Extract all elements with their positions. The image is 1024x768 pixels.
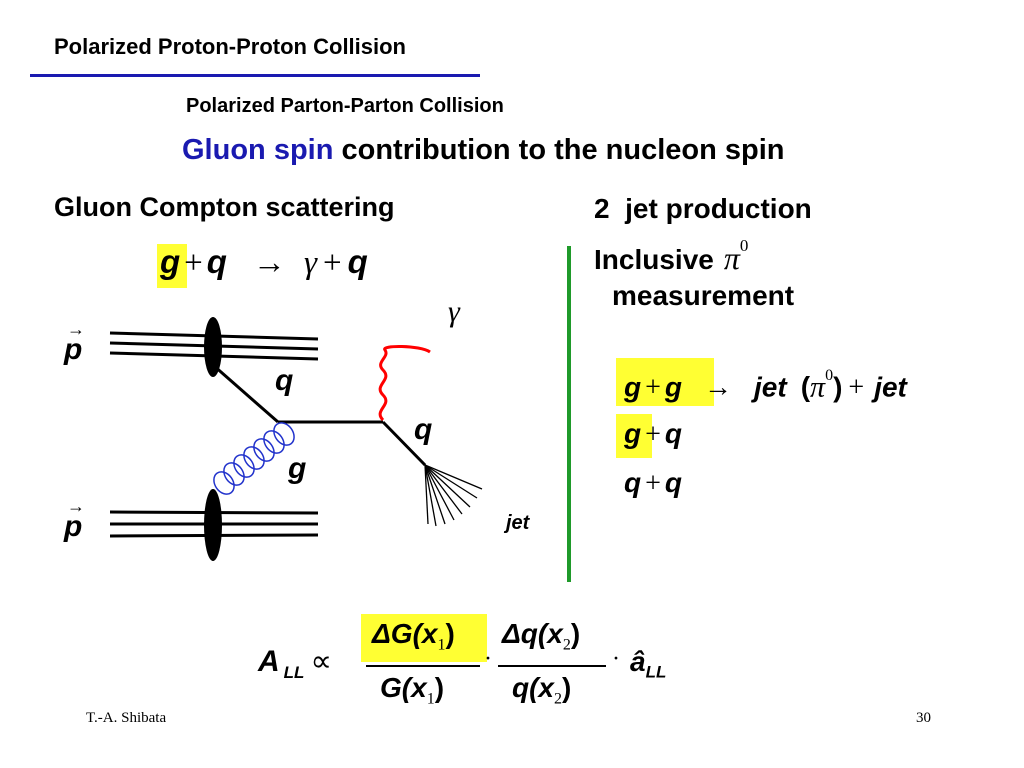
main-heading: Gluon spin contribution to the nucleon s… <box>182 134 785 167</box>
right-line-1: 2 jet production <box>594 193 812 225</box>
formula-den2: q(x2) <box>512 672 572 708</box>
right-line-1-num: 2 <box>594 193 610 224</box>
g-highlight-box <box>157 244 187 288</box>
gluon-label: g <box>288 452 307 485</box>
jet-label: jet <box>506 512 530 534</box>
reaction-arrow: → <box>252 245 286 281</box>
formula-num2: Δq(x2) <box>502 618 581 654</box>
quark-in-line <box>212 363 279 424</box>
reaction-q2: q <box>347 243 368 280</box>
reaction-gamma: γ <box>303 245 317 281</box>
formula-num1-highlight <box>361 614 487 662</box>
formula-den1: G(x1) <box>380 672 445 708</box>
gluon-coils <box>213 422 295 495</box>
right-line-2: Inclusive π0 <box>594 236 748 277</box>
proton-blob-bottom <box>204 489 222 561</box>
slide-title: Polarized Proton-Proton Collision <box>54 34 406 59</box>
quark-out-label: q <box>414 413 433 446</box>
heading-highlight: Gluon spin <box>182 134 334 166</box>
formula-prop: ∝ <box>310 645 332 678</box>
proton-blob-top <box>204 317 222 377</box>
reaction-q1: q <box>206 243 227 280</box>
slide-subtitle: Polarized Parton-Parton Collision <box>186 95 504 117</box>
right-line-1-text: jet production <box>625 193 812 224</box>
reaction-plus1: + <box>184 245 203 281</box>
photon-label: γ <box>448 295 460 328</box>
proton-label-bottom: → p <box>64 496 85 543</box>
process-qq: q+q <box>624 467 683 499</box>
process1-highlight <box>616 358 714 406</box>
formula-dot-2: · <box>612 646 620 672</box>
formula-A: A <box>258 645 280 678</box>
heading-rest: contribution to the nucleon spin <box>333 134 785 166</box>
formula-A-sub: LL <box>283 663 305 682</box>
right-line-3: measurement <box>612 280 795 311</box>
reaction-g: g <box>160 243 181 280</box>
vec-arrow-top: → <box>67 319 85 339</box>
process2-highlight <box>616 414 652 458</box>
quark-in-label: q <box>275 364 294 397</box>
fraction-bar-1 <box>366 665 480 667</box>
formula-num1: ΔG(x1) <box>372 618 455 654</box>
right-pi-sup: 0 <box>739 235 749 255</box>
fraction-bar-2 <box>498 665 606 667</box>
vec-arrow-bottom: → <box>67 496 85 516</box>
right-pi: π <box>723 240 740 276</box>
jet-fan <box>424 464 483 527</box>
photon-line <box>378 345 431 422</box>
proton-label-top: → p <box>64 319 85 366</box>
reaction-plus2: + <box>322 245 342 281</box>
quark-out-line <box>381 420 427 467</box>
page-number: 30 <box>916 710 931 726</box>
compton-reaction: g+q→γ+q <box>160 240 368 285</box>
right-line-2-text: Inclusive <box>594 244 714 275</box>
left-heading: Gluon Compton scattering <box>54 192 395 222</box>
title-underline <box>30 74 480 77</box>
process-gg: g+g→jet(π0)+jet <box>624 367 907 404</box>
process-gq: g+q <box>624 418 683 450</box>
footer-author: T.-A. Shibata <box>86 710 167 726</box>
formula-dot-1: · <box>484 646 492 672</box>
formula-a-hat: âLL <box>630 646 667 682</box>
